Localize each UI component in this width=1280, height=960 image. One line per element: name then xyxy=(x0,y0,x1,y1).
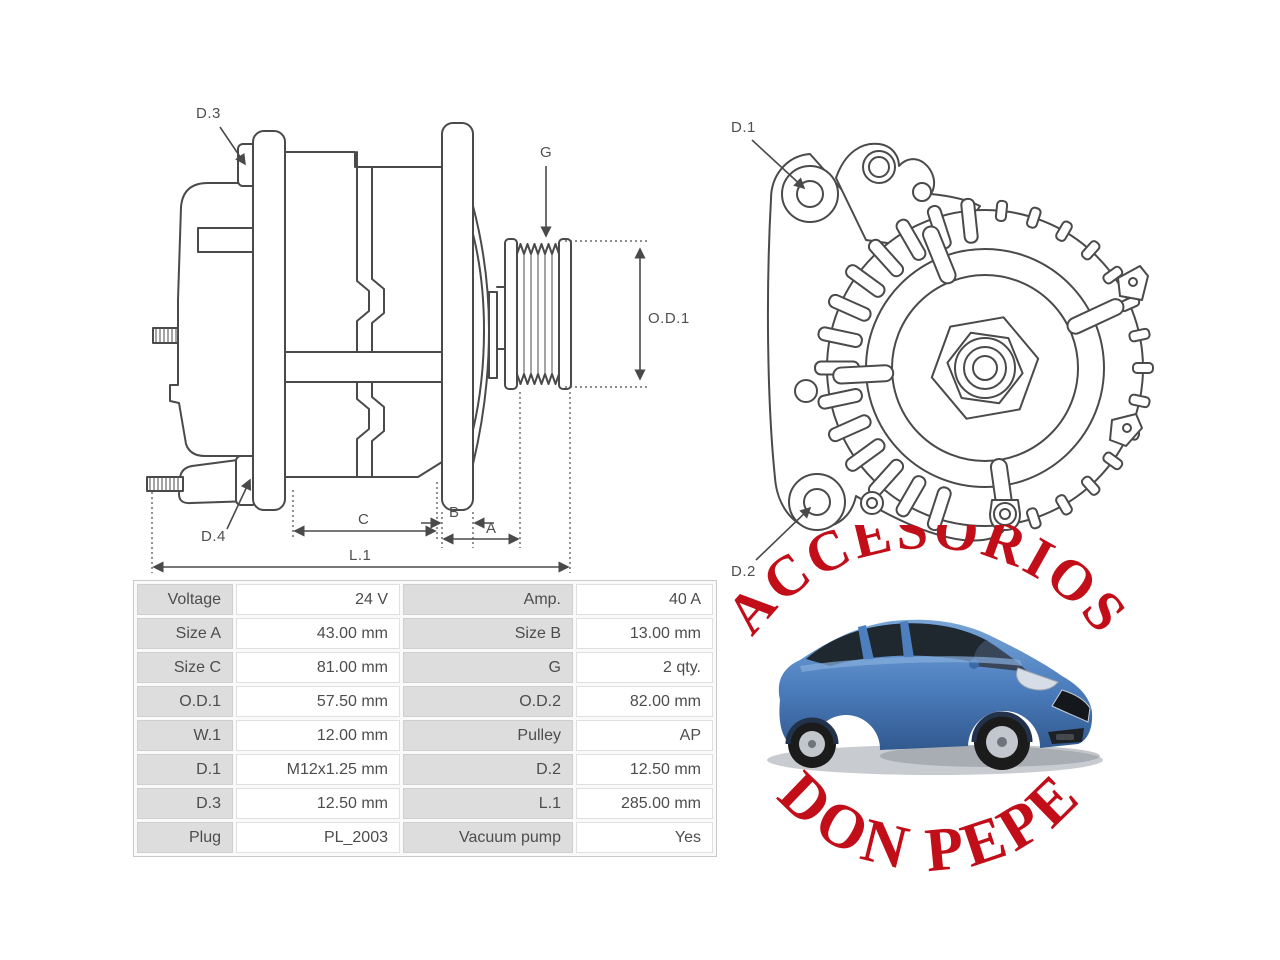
spec-label: D.3 xyxy=(137,788,233,819)
table-row: D.1 M12x1.25 mm D.2 12.50 mm xyxy=(137,754,713,785)
car-image xyxy=(767,619,1103,775)
spec-value: 12.50 mm xyxy=(236,788,400,819)
spec-label: Pulley xyxy=(403,720,573,751)
dim-label-g: G xyxy=(540,144,552,161)
spec-label: Size A xyxy=(137,618,233,649)
brand-watermark: ACCESORIOS DON PEPE xyxy=(714,525,1137,885)
spec-table: Voltage 24 V Amp. 40 A Size A 43.00 mm S… xyxy=(133,580,717,857)
table-row: Plug PL_2003 Vacuum pump Yes xyxy=(137,822,713,853)
dim-label-od1: O.D.1 xyxy=(648,310,690,327)
spec-value: AP xyxy=(576,720,713,751)
spec-value: 82.00 mm xyxy=(576,686,713,717)
dim-label-d4: D.4 xyxy=(201,528,226,545)
spec-value: 12.50 mm xyxy=(576,754,713,785)
table-row: W.1 12.00 mm Pulley AP xyxy=(137,720,713,751)
spec-value: 24 V xyxy=(236,584,400,615)
spec-label: Plug xyxy=(137,822,233,853)
spec-label: G xyxy=(403,652,573,683)
spec-label: Size C xyxy=(137,652,233,683)
spec-value: 13.00 mm xyxy=(576,618,713,649)
table-row: D.3 12.50 mm L.1 285.00 mm xyxy=(137,788,713,819)
spec-label: Amp. xyxy=(403,584,573,615)
spec-value: 81.00 mm xyxy=(236,652,400,683)
spec-value: 43.00 mm xyxy=(236,618,400,649)
spec-label: Vacuum pump xyxy=(403,822,573,853)
table-row: O.D.1 57.50 mm O.D.2 82.00 mm xyxy=(137,686,713,717)
dim-label-l1: L.1 xyxy=(349,547,371,564)
dim-label-b: B xyxy=(449,504,460,521)
dim-label-c: C xyxy=(358,511,369,528)
table-row: Size A 43.00 mm Size B 13.00 mm xyxy=(137,618,713,649)
alternator-front-view-diagram: D.1 D.2 xyxy=(731,119,1154,580)
dim-label-a: A xyxy=(486,520,497,537)
spec-label: O.D.2 xyxy=(403,686,573,717)
table-row: Voltage 24 V Amp. 40 A xyxy=(137,584,713,615)
spec-value: 2 qty. xyxy=(576,652,713,683)
spec-label: W.1 xyxy=(137,720,233,751)
spec-value: 285.00 mm xyxy=(576,788,713,819)
spec-value: 57.50 mm xyxy=(236,686,400,717)
spec-label: O.D.1 xyxy=(137,686,233,717)
watermark-bottom-text: DON PEPE xyxy=(766,759,1095,885)
spec-value: 40 A xyxy=(576,584,713,615)
spec-value: PL_2003 xyxy=(236,822,400,853)
dim-label-d1: D.1 xyxy=(731,119,756,136)
dim-label-d2: D.2 xyxy=(731,563,756,580)
table-row: Size C 81.00 mm G 2 qty. xyxy=(137,652,713,683)
spec-label: L.1 xyxy=(403,788,573,819)
spec-label: Voltage xyxy=(137,584,233,615)
spec-label: D.1 xyxy=(137,754,233,785)
alternator-side-view-diagram: G O.D.1 D.3 D.4 C B A L.1 xyxy=(146,105,690,573)
dim-label-d3: D.3 xyxy=(196,105,221,122)
spec-value: Yes xyxy=(576,822,713,853)
spec-label: D.2 xyxy=(403,754,573,785)
spec-value: M12x1.25 mm xyxy=(236,754,400,785)
spec-value: 12.00 mm xyxy=(236,720,400,751)
spec-label: Size B xyxy=(403,618,573,649)
